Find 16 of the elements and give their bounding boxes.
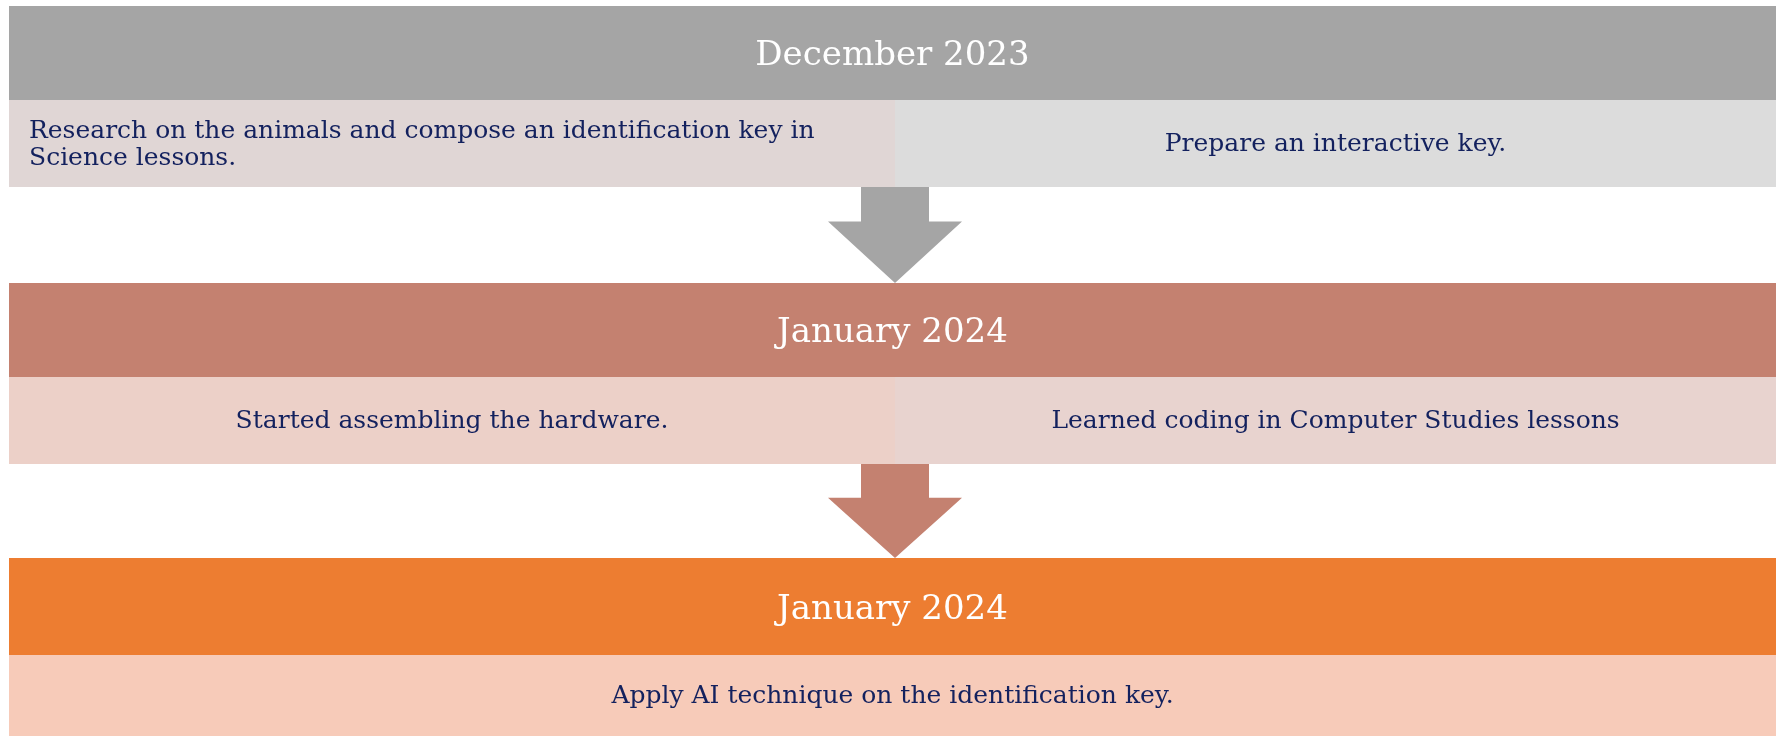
task-text	[895, 377, 1776, 464]
down-arrow	[828, 187, 962, 283]
task-description: Learned coding in Computer Studies lessons	[1051, 407, 1620, 434]
task-description: Research on the animals and compose an identification key in Science lessons.	[29, 117, 816, 170]
month-heading: December 2023	[755, 33, 1030, 73]
month-banner	[9, 6, 1776, 100]
task-text	[895, 100, 1776, 187]
task-description: Started assembling the hardware.	[235, 407, 669, 434]
task-description: Prepare an interactive key.	[1164, 130, 1507, 157]
task-text	[9, 377, 895, 464]
down-arrow	[828, 464, 962, 558]
task-text	[9, 100, 895, 187]
task-text	[9, 655, 1776, 736]
task-description: Apply AI technique on the identification key.	[611, 682, 1174, 709]
month-banner	[9, 283, 1776, 377]
month-banner	[9, 558, 1776, 655]
